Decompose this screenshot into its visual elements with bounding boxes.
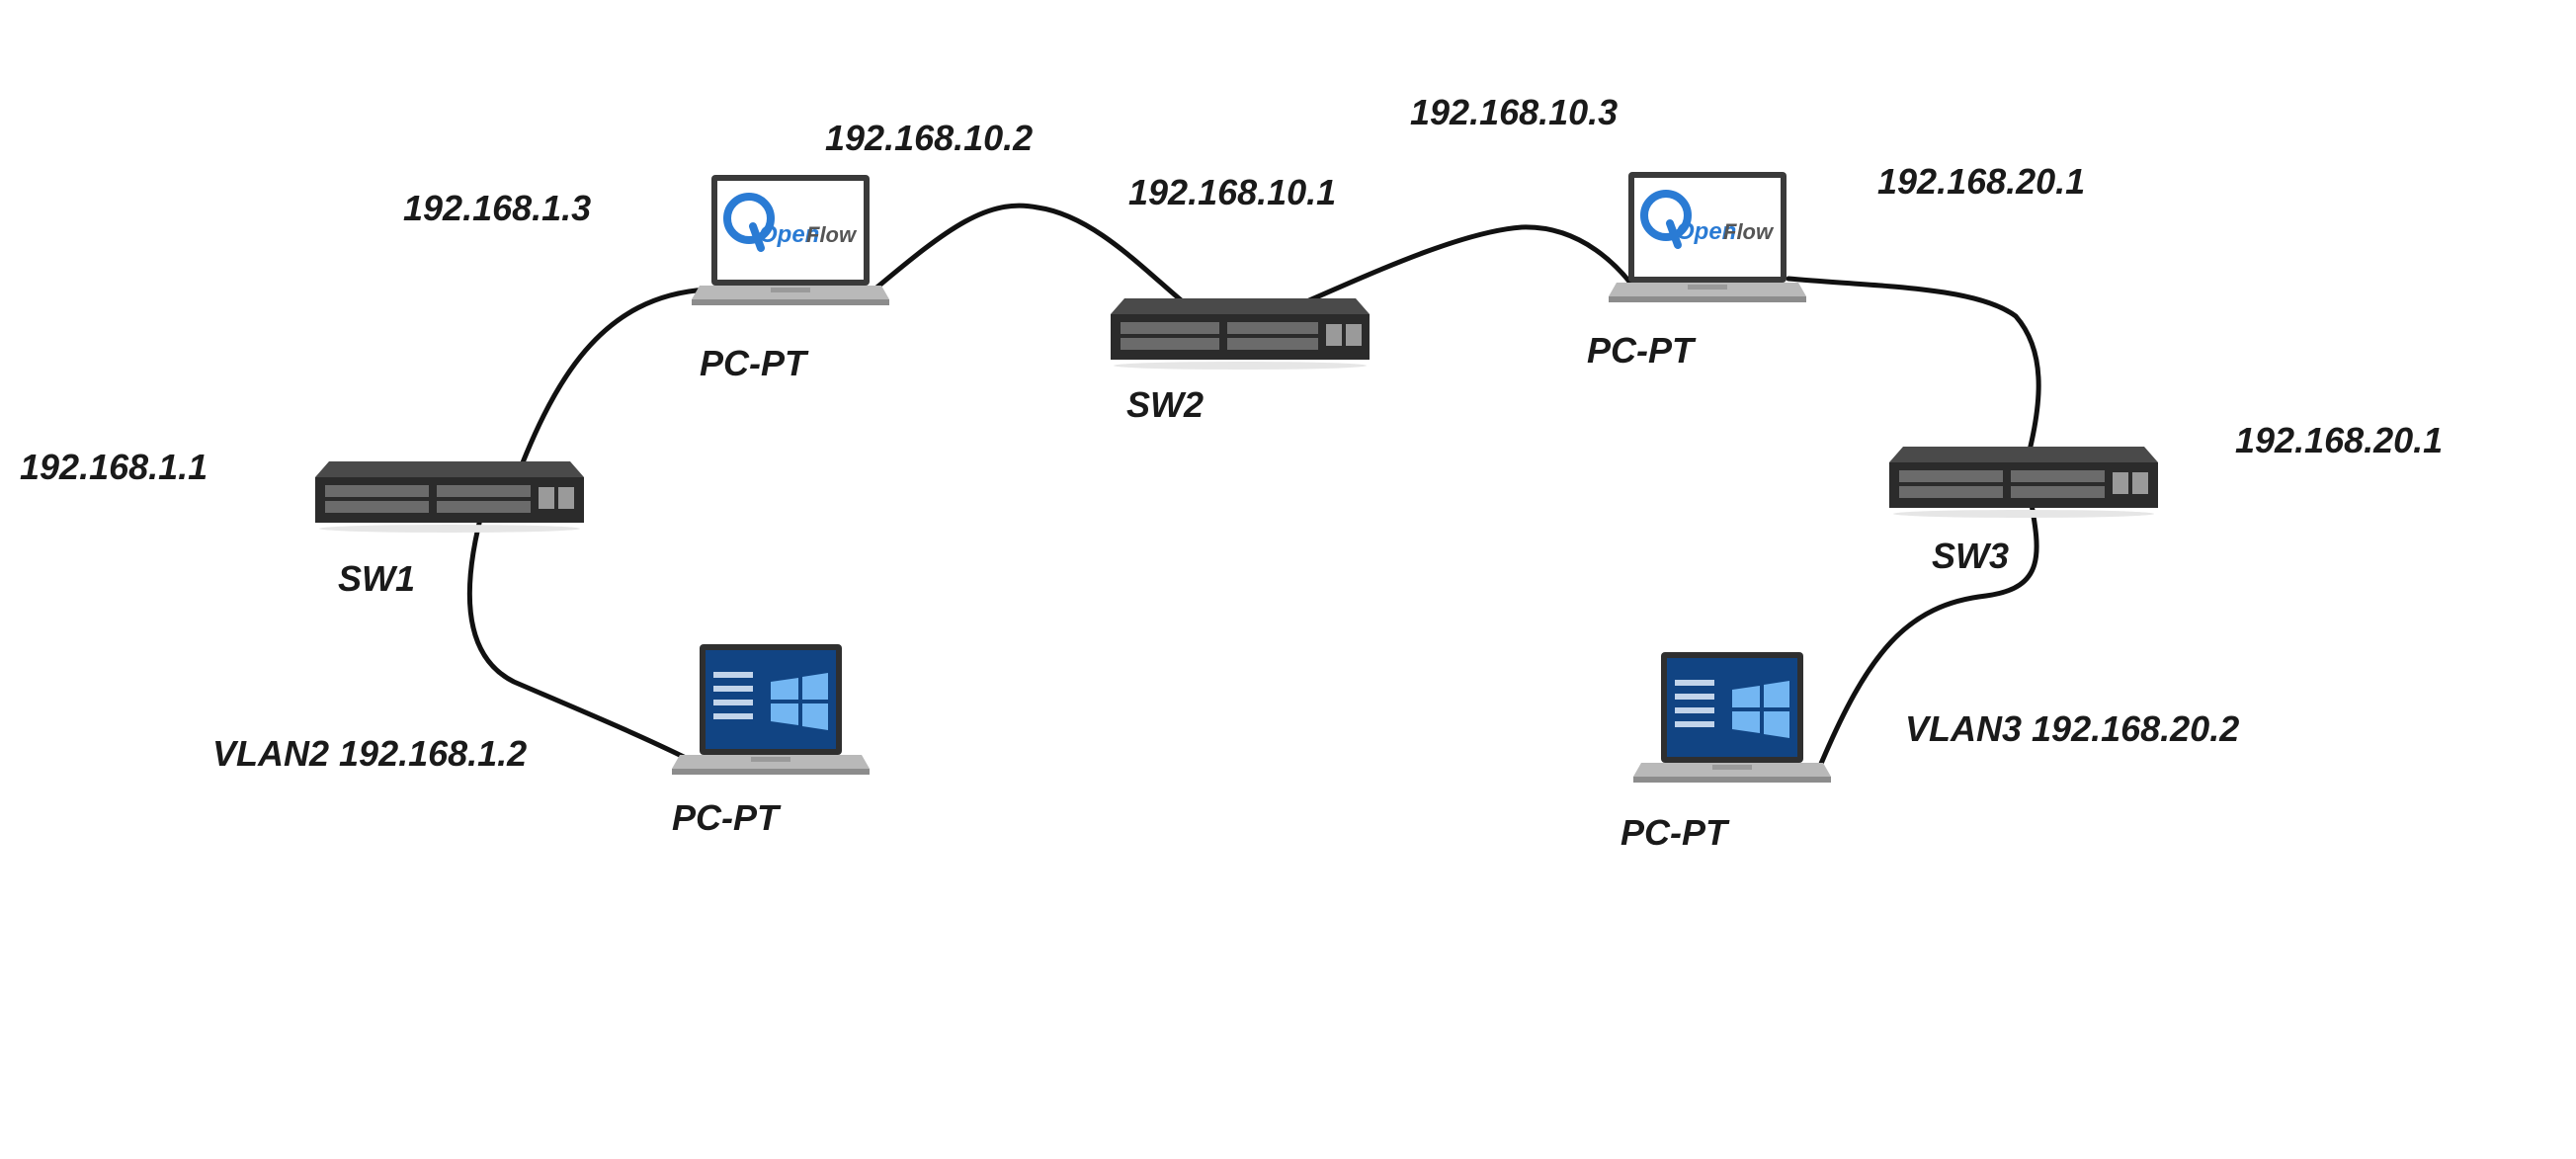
pc-windows-1[interactable] xyxy=(672,642,870,790)
label-pc-of2: PC-PT xyxy=(1587,330,1694,371)
cable-sw1-pc-win1 xyxy=(466,501,695,764)
openflow-logo-flow: Flow xyxy=(806,222,858,247)
openflow-logo-flow: Flow xyxy=(1723,219,1775,244)
pc-openflow-2[interactable]: Open Flow xyxy=(1609,170,1806,318)
cable-sw2-pc-of2 xyxy=(1247,224,1643,329)
switch-sw2[interactable] xyxy=(1107,287,1373,371)
label-pc-win2: PC-PT xyxy=(1620,812,1727,853)
network-switch-icon xyxy=(1889,447,2158,518)
switch-sw3[interactable] xyxy=(1885,435,2162,519)
ip-label-sw1: 192.168.1.1 xyxy=(20,447,208,487)
pc-openflow-1[interactable]: Open Flow xyxy=(692,173,889,321)
ip-label-pc-of1-b: 192.168.10.2 xyxy=(825,118,1034,158)
label-sw3: SW3 xyxy=(1932,536,2010,576)
laptop-windows-icon xyxy=(1633,652,1831,783)
ip-label-pc-of2-a: 192.168.10.3 xyxy=(1410,92,1619,132)
cable-pc-of1-sw2 xyxy=(872,203,1218,329)
network-switch-icon xyxy=(315,461,584,533)
cable-pc-of2-sw3 xyxy=(1786,276,2041,487)
label-sw2: SW2 xyxy=(1126,384,1205,425)
laptop-windows-icon xyxy=(672,644,870,775)
openflow-logo-open: Open xyxy=(759,221,819,248)
ip-label-pc-of1-a: 192.168.1.3 xyxy=(403,188,592,228)
label-sw1: SW1 xyxy=(338,558,416,599)
label-vlan3: VLAN3 192.168.20.2 xyxy=(1905,708,2240,749)
label-pc-win1: PC-PT xyxy=(672,797,779,838)
cable-sw1-pc-of1 xyxy=(506,287,709,502)
ip-label-sw2: 192.168.10.1 xyxy=(1128,172,1337,212)
openflow-logo-open: Open xyxy=(1676,218,1736,245)
label-pc-of1: PC-PT xyxy=(700,343,806,383)
ip-label-sw3: 192.168.20.1 xyxy=(2235,420,2444,460)
laptop-openflow-icon: Open Flow xyxy=(1609,172,1806,302)
network-switch-icon xyxy=(1111,298,1370,370)
cable-sw3-pc-win2 xyxy=(1815,496,2039,774)
pc-windows-2[interactable] xyxy=(1633,650,1831,798)
label-vlan2: VLAN2 192.168.1.2 xyxy=(212,733,528,774)
ip-label-pc-of2-b: 192.168.20.1 xyxy=(1877,161,2086,202)
switch-sw1[interactable] xyxy=(311,450,588,534)
laptop-openflow-icon: Open Flow xyxy=(692,175,889,305)
